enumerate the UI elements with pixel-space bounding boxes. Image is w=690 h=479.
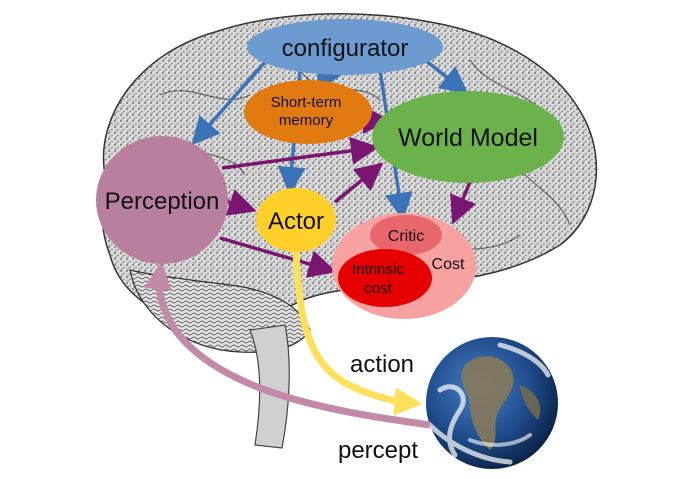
configurator-node: configurator [247,19,443,75]
critic-node [370,215,442,255]
percept-arrow [144,261,431,429]
intrinsic-cost-node [338,249,432,307]
actor-node: Actor [256,188,336,252]
arrow-perception-to-cost [219,236,337,278]
percept-label: percept [338,437,418,464]
arrow-perception-to-actor [225,189,257,216]
perception-node: Perception [96,136,228,264]
cost-label: Cost [432,256,465,273]
world-model-label: World Model [398,124,538,152]
earth-globe-image [426,337,558,469]
perception-label: Perception [105,188,220,215]
intrinsic-cost-label-line2: cost [364,280,392,297]
short-term-memory-label-line2: memory [279,112,334,129]
intrinsic-cost-label-line1: Intrinsic [352,261,404,278]
actor-label: Actor [268,208,324,235]
short-term-memory-node: Short-term memory [244,80,372,144]
configurator-label: configurator [282,35,409,62]
arrow-configurator-to-perception [191,60,267,146]
arrow-actor-to-world-model [333,162,384,204]
short-term-memory-label-line1: Short-term [271,94,342,111]
critic-label: Critic [388,228,424,245]
world-model-node: World Model [372,91,564,183]
action-arrow [292,251,423,416]
arrow-world-model-to-cost [450,181,476,225]
cost-node: Critic Cost Intrinsic cost [332,213,476,319]
arrow-configurator-to-world-model [423,58,469,95]
arrow-perception-to-world-model [221,136,379,170]
action-label: action [350,351,414,378]
